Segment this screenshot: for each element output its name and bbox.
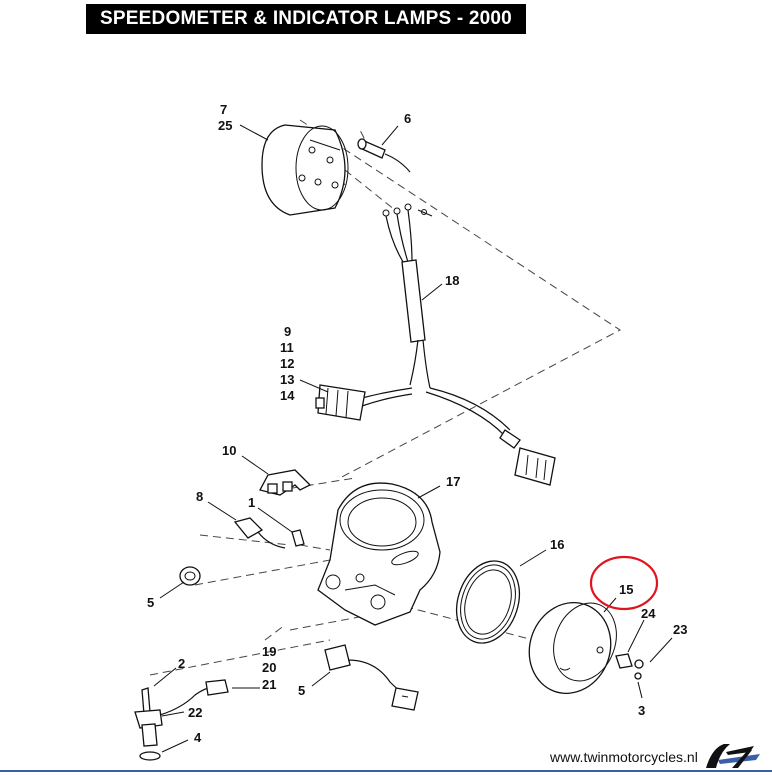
- leader-lines: [153, 124, 673, 753]
- callout-14: 14: [280, 388, 295, 403]
- speedometer-body-part: [261, 124, 349, 216]
- callout-3: 3: [638, 703, 645, 718]
- callout-6: 6: [404, 111, 411, 126]
- website-url: www.twinmotorcycles.nl: [550, 749, 698, 765]
- callout-2: 2: [178, 656, 185, 671]
- diagram-title: SPEEDOMETER & INDICATOR LAMPS - 2000: [100, 8, 512, 29]
- callout-24: 24: [641, 606, 656, 621]
- callout-18: 18: [445, 273, 459, 288]
- wiring-harness-part: [361, 203, 556, 486]
- bulb-socket-part: [357, 138, 411, 173]
- callout-16: 16: [550, 537, 564, 552]
- callout-13: 13: [280, 372, 294, 387]
- callout-17: 17: [446, 474, 460, 489]
- callout-21: 21: [262, 677, 276, 692]
- indicator-lens-part: [259, 469, 312, 496]
- callout-11: 11: [280, 340, 294, 355]
- nut-washer-part: [615, 653, 644, 680]
- sensor-plug-part: [324, 644, 419, 711]
- callout-19: 19: [262, 644, 276, 659]
- callout-9: 9: [284, 324, 291, 339]
- callout-numbers: 7 25 6 18 9 11 12 13 14 10 8 1 17 5 16 1…: [147, 102, 687, 745]
- callout-1: 1: [248, 495, 255, 510]
- speedometer-cup-part: [528, 602, 617, 694]
- connector-part: [315, 384, 366, 421]
- callout-10: 10: [222, 443, 236, 458]
- callout-23: 23: [673, 622, 687, 637]
- screw-part: [291, 529, 305, 547]
- gasket-ring-part: [456, 560, 520, 644]
- callout-15: 15: [619, 582, 633, 597]
- title-bar: SPEEDOMETER & INDICATOR LAMPS - 2000: [86, 4, 526, 34]
- speed-sensor-part: [134, 679, 229, 761]
- grommet-part: [179, 566, 201, 586]
- callout-20: 20: [262, 660, 276, 675]
- highlight-circle: [589, 555, 659, 611]
- callout-25: 25: [218, 118, 232, 133]
- twin-motorcycles-logo-icon: [706, 744, 760, 768]
- callout-12: 12: [280, 356, 294, 371]
- indicator-bulb-part: [233, 517, 286, 549]
- speedometer-housing-part: [317, 482, 441, 626]
- callout-5-upper: 5: [147, 595, 154, 610]
- callout-5-lower: 5: [298, 683, 305, 698]
- callout-4: 4: [194, 730, 202, 745]
- callout-7: 7: [220, 102, 227, 117]
- bottom-rule: [0, 770, 772, 772]
- callout-22: 22: [188, 705, 202, 720]
- callout-8: 8: [196, 489, 203, 504]
